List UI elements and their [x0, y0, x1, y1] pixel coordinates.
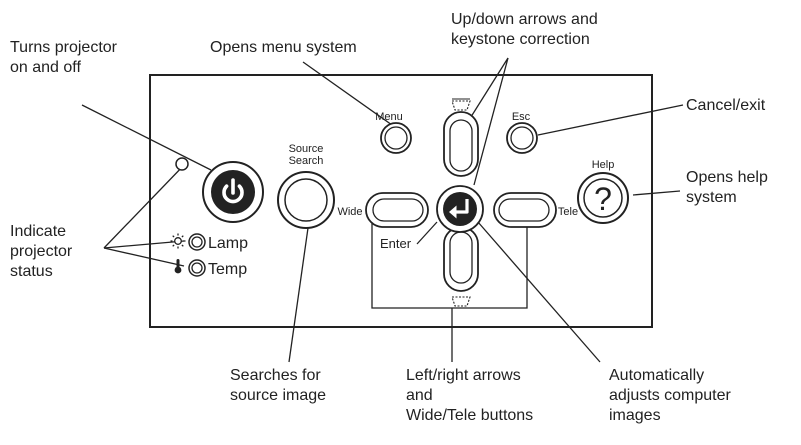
callout-status-line3: status [10, 263, 53, 280]
temp-label: Temp [208, 261, 247, 278]
callout-cancel: Cancel/exit [686, 96, 765, 116]
source-search-label-line2: Search [289, 155, 324, 167]
callout-updown: Up/down arrows and keystone correction [451, 10, 598, 50]
help-question-glyph: ? [594, 181, 612, 217]
lamp-label: Lamp [208, 235, 248, 252]
callout-power: Turns projector on and off [10, 38, 117, 78]
callout-status-line2: projector [10, 243, 73, 260]
menu-button[interactable] [384, 126, 408, 150]
leader-menu [302, 61, 393, 126]
leader-status-temp [103, 247, 185, 267]
enter-button[interactable] [443, 192, 477, 226]
leader-status-lamp [103, 240, 185, 249]
esc-button[interactable] [510, 126, 534, 150]
callout-leftright-line2: and [406, 387, 433, 404]
source-search-button[interactable] [284, 178, 328, 222]
wide-left-button[interactable] [372, 198, 424, 222]
leader-esc [537, 104, 684, 136]
callout-leftright-line1: Left/right arrows [406, 367, 521, 384]
callout-help-line1: Opens help [686, 169, 768, 186]
callout-search: Searches for source image [230, 366, 326, 406]
callout-auto-line1: Automatically [609, 367, 705, 384]
down-arrow-button[interactable] [449, 231, 473, 284]
bracket-leftright [371, 207, 528, 309]
callout-search-line1: Searches for [230, 367, 321, 384]
up-arrow-button[interactable] [449, 119, 473, 172]
callout-leftright: Left/right arrows and Wide/Tele buttons [406, 366, 533, 426]
wide-label: Wide [337, 206, 362, 218]
help-button[interactable] [583, 178, 623, 218]
callout-updown-line2: keystone correction [451, 31, 590, 48]
callout-menu-text: Opens menu system [210, 39, 357, 56]
callout-status-line1: Indicate [10, 223, 67, 240]
callout-auto: Automatically adjusts computer images [609, 366, 731, 426]
temp-indicator-led [191, 262, 203, 274]
tele-label: Tele [558, 206, 578, 218]
power-icon [222, 178, 244, 204]
callout-power-line2: on and off [10, 59, 81, 76]
callout-status: Indicate projector status [10, 222, 72, 282]
menu-label: Menu [375, 111, 403, 123]
esc-label: Esc [512, 111, 531, 123]
callout-power-line1: Turns projector [10, 39, 117, 56]
callout-auto-line3: images [609, 407, 661, 424]
help-label: Help [592, 159, 615, 171]
callout-auto-line2: adjusts computer [609, 387, 731, 404]
source-search-label-line1: Source [289, 143, 324, 155]
leader-power [81, 104, 212, 171]
leader-help [632, 190, 681, 196]
enter-label: Enter [380, 236, 412, 251]
callout-help: Opens help system [686, 168, 768, 208]
power-led [175, 157, 189, 171]
callout-help-line2: system [686, 189, 737, 206]
leader-auto [470, 213, 601, 363]
lamp-indicator-led [191, 236, 203, 248]
leader-status-led [103, 162, 187, 249]
return-arrow-icon [449, 199, 469, 219]
leader-enter-up [473, 57, 509, 186]
sun-icon [170, 233, 186, 249]
leader-lines [81, 57, 684, 363]
callout-cancel-text: Cancel/exit [686, 97, 766, 114]
tele-right-button[interactable] [498, 198, 550, 222]
leader-enter-label [416, 221, 438, 245]
callout-leftright-line3: Wide/Tele buttons [406, 407, 534, 424]
callout-search-line2: source image [230, 387, 327, 404]
callout-menu: Opens menu system [210, 38, 357, 58]
trapezoid-icon [451, 296, 471, 307]
trapezoid-icon [451, 100, 471, 111]
thermometer-icon [174, 259, 182, 274]
callout-updown-line1: Up/down arrows and [451, 11, 598, 28]
leader-search [288, 227, 309, 363]
